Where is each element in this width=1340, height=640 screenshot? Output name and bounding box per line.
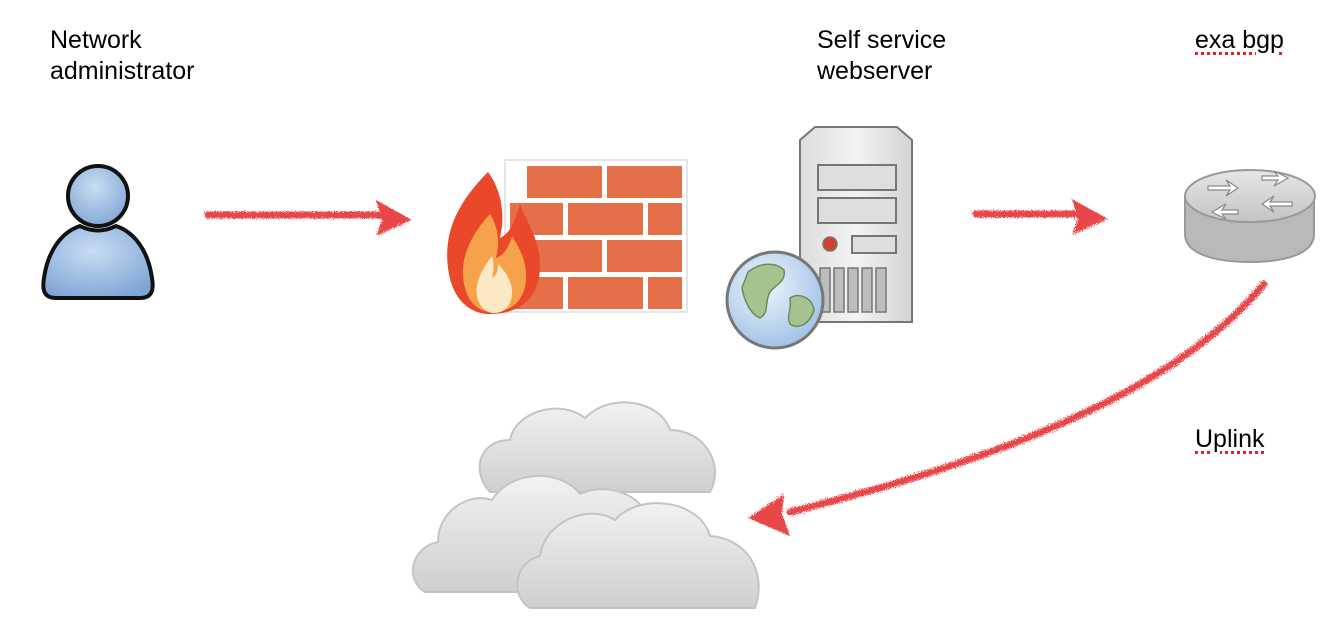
router-icon bbox=[1184, 169, 1316, 264]
user-icon bbox=[41, 164, 155, 300]
server-globe-icon bbox=[725, 126, 913, 350]
network-administrator-label-line-2: administrator bbox=[50, 57, 195, 85]
network-administrator-label-line-1: Network bbox=[50, 26, 142, 54]
arrow-admin-to-firewall bbox=[204, 200, 412, 236]
arrow-router-to-internet bbox=[748, 280, 1268, 536]
webserver-label-line-1: Self service bbox=[817, 26, 947, 54]
firewall-icon bbox=[447, 159, 688, 314]
webserver-label-line-2: webserver bbox=[817, 57, 933, 85]
exa-bgp-label: exa bgp bbox=[1195, 26, 1284, 54]
network-administrator-label: Network administrator bbox=[50, 25, 195, 87]
arrow-server-to-router bbox=[972, 199, 1108, 235]
uplink-label: Uplink bbox=[1195, 425, 1265, 453]
cloud-icon bbox=[411, 401, 760, 609]
webserver-label: Self service webserver bbox=[817, 25, 946, 87]
